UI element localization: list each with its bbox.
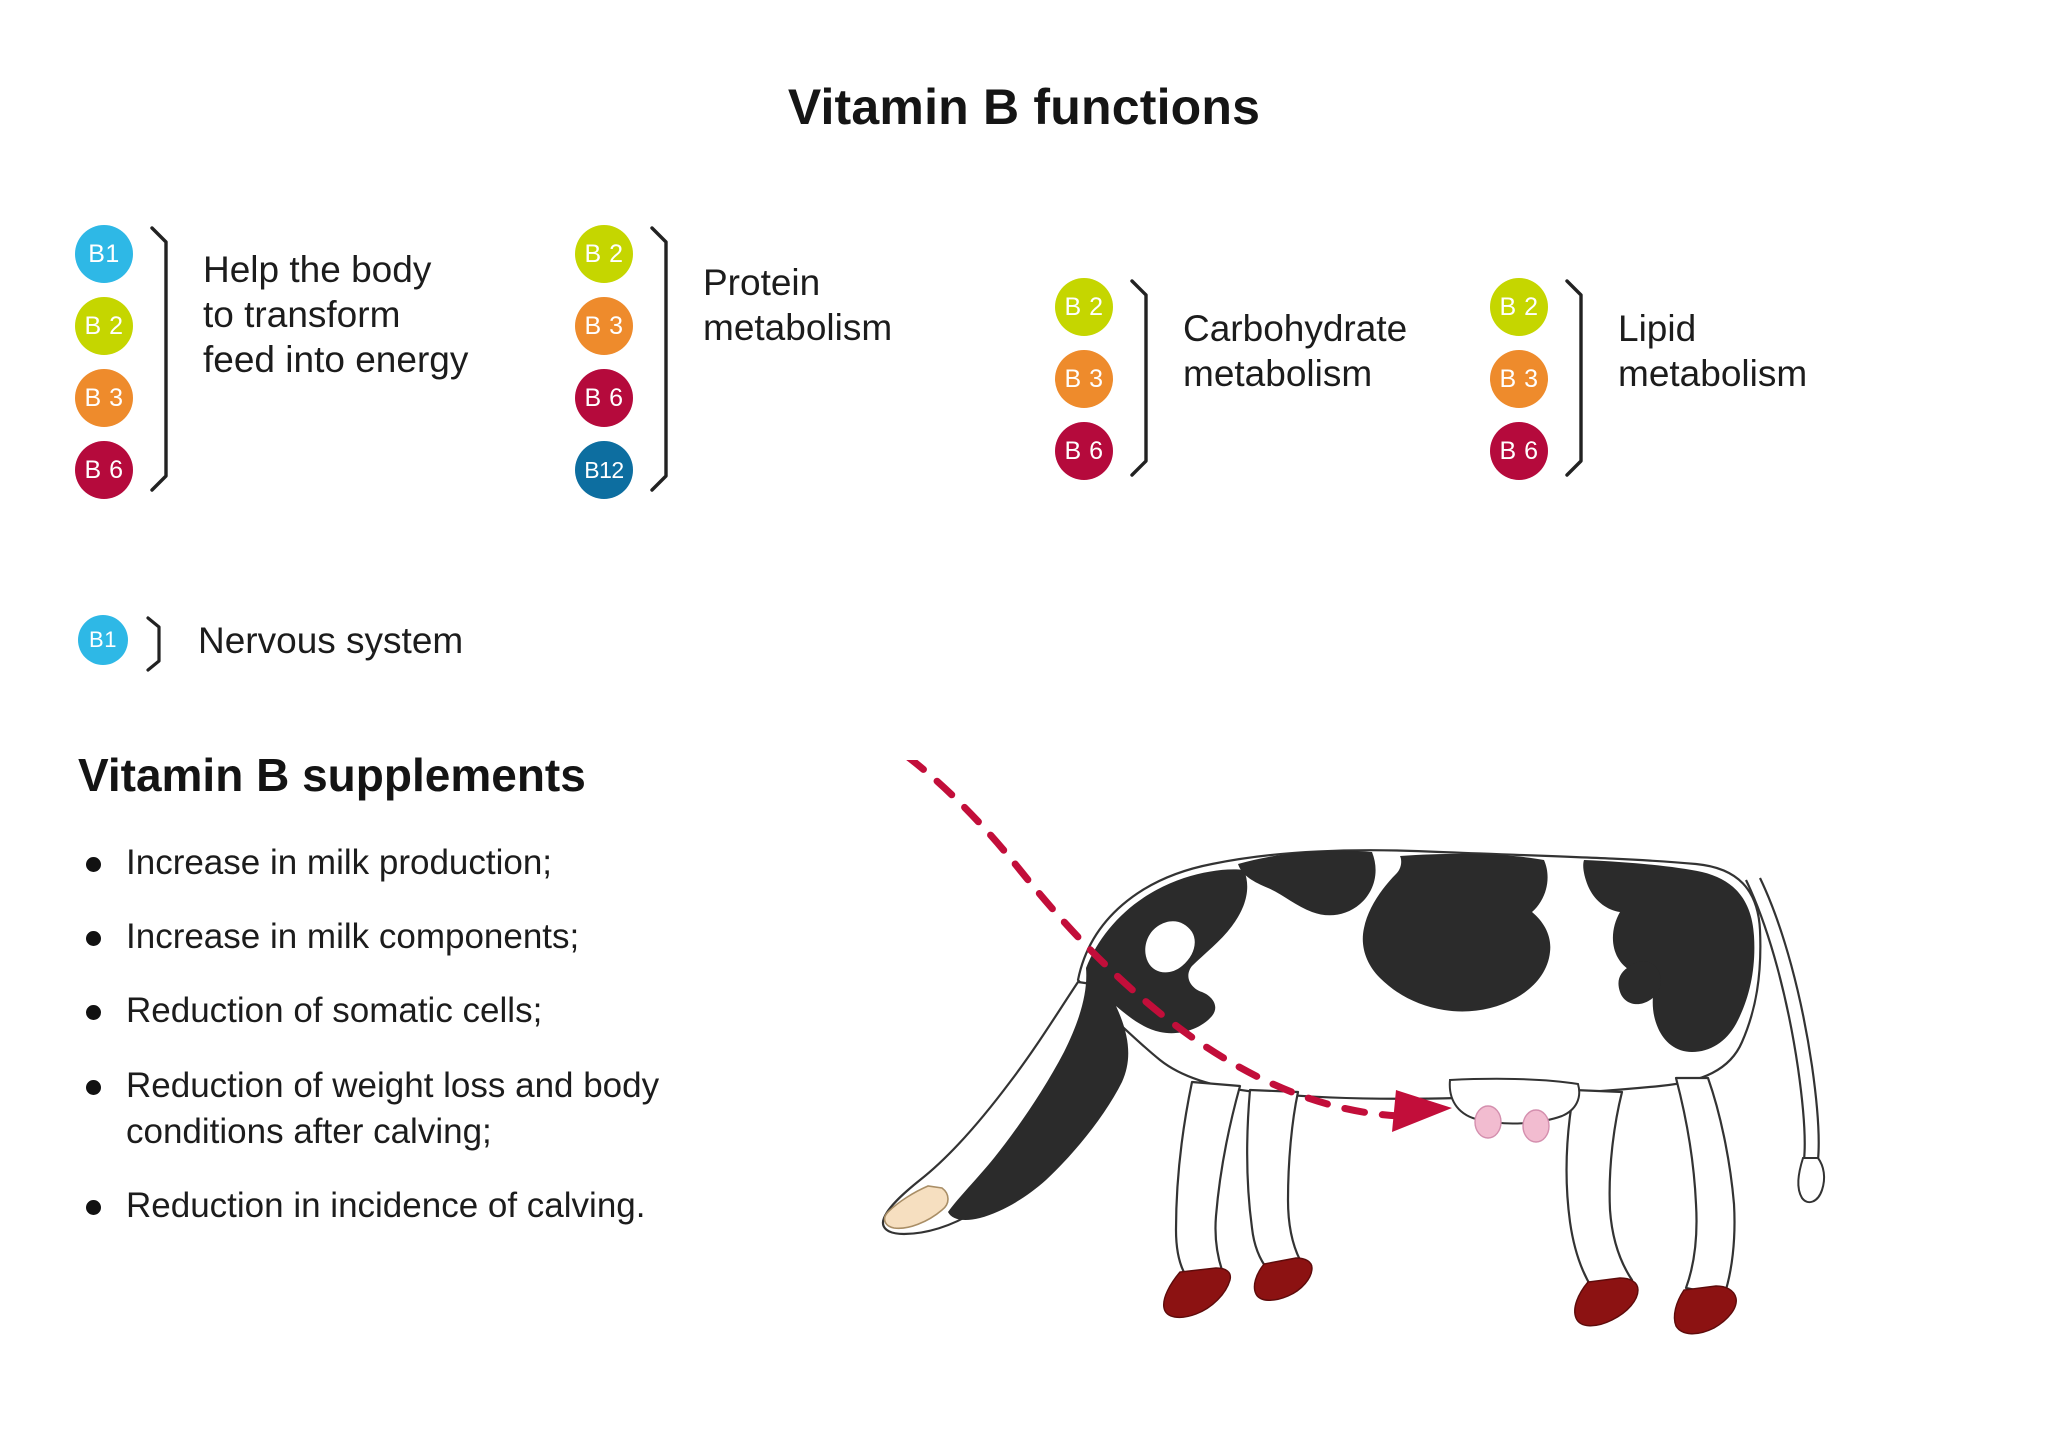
list-item: Reduction of somatic cells; <box>78 988 778 1034</box>
cow-udder <box>1448 1077 1581 1143</box>
page-title: Vitamin B functions <box>787 79 1261 135</box>
vitamin-pill-b6: B 6 <box>1055 422 1113 480</box>
vitamin-pill-b3: B 3 <box>1055 350 1113 408</box>
vitamin-pill-b2: B 2 <box>1055 278 1113 336</box>
cow-black-patches <box>948 850 1755 1220</box>
vitamin-pill-b3: B 3 <box>75 369 133 427</box>
list-item: Reduction of weight loss and body condit… <box>78 1063 778 1155</box>
group-bracket-icon <box>149 225 175 493</box>
function-group-protein: B 2 B 3 B 6 B12 Protein metabolism <box>575 225 892 499</box>
list-item: Increase in milk components; <box>78 914 778 960</box>
vitamin-pill-b3: B 3 <box>1490 350 1548 408</box>
group-bracket-icon <box>1564 278 1590 478</box>
vitamin-pill-b2: B 2 <box>1490 278 1548 336</box>
group-bracket-icon <box>649 225 675 493</box>
function-group-carbohydrate: B 2 B 3 B 6 Carbohydrate metabolism <box>1055 278 1407 480</box>
function-group-label: Lipid metabolism <box>1618 308 1808 395</box>
dairy-cow-graphic <box>881 760 1826 1335</box>
teat <box>1522 1109 1550 1143</box>
function-group-label: Protein metabolism <box>703 262 893 349</box>
vitamin-pill-b6: B 6 <box>1490 422 1548 480</box>
function-group-energy: B1 B 2 B 3 B 6 Help the body to transfor… <box>75 225 468 499</box>
vitamin-pill-list: B 2 B 3 B 6 <box>1490 278 1548 480</box>
vitamin-pill-list: B1 <box>78 615 128 665</box>
vitamin-pill-b6: B 6 <box>575 369 633 427</box>
vitamin-pill-list: B 2 B 3 B 6 B12 <box>575 225 633 499</box>
vitamin-pill-b6: B 6 <box>75 441 133 499</box>
vitamin-pill-b12: B12 <box>575 441 633 499</box>
cow-legs <box>1174 1076 1736 1298</box>
vitamin-pill-list: B 2 B 3 B 6 <box>1055 278 1113 480</box>
function-group-nervous-system: B1 Nervous system <box>78 615 463 673</box>
function-group-label: Nervous system <box>198 620 464 661</box>
supplements-heading: Vitamin B supplements <box>78 749 586 801</box>
vitamin-pill-list: B1 B 2 B 3 B 6 <box>75 225 133 499</box>
annotation-arrow <box>906 760 1452 1132</box>
list-item: Increase in milk production; <box>78 840 778 886</box>
vitamin-pill-b2: B 2 <box>75 297 133 355</box>
vitamin-pill-b1: B1 <box>78 615 128 665</box>
group-bracket-icon <box>1129 278 1155 478</box>
vitamin-pill-b3: B 3 <box>575 297 633 355</box>
function-group-label: Help the body to transform feed into ene… <box>203 249 469 381</box>
cow-illustration <box>840 760 2000 1340</box>
arrowhead-icon <box>1392 1090 1452 1132</box>
function-group-lipid: B 2 B 3 B 6 Lipid metabolism <box>1490 278 1807 480</box>
cow-tail <box>1745 877 1826 1204</box>
function-group-label: Carbohydrate metabolism <box>1183 308 1408 395</box>
teat <box>1474 1105 1502 1139</box>
cow-horn <box>883 1185 949 1230</box>
list-item: Reduction in incidence of calving. <box>78 1183 778 1229</box>
supplements-list: Increase in milk production; Increase in… <box>78 840 778 1257</box>
vitamin-pill-b2: B 2 <box>575 225 633 283</box>
cow-hooves <box>1163 1257 1737 1335</box>
vitamin-pill-b1: B1 <box>75 225 133 283</box>
group-bracket-icon <box>144 615 168 673</box>
